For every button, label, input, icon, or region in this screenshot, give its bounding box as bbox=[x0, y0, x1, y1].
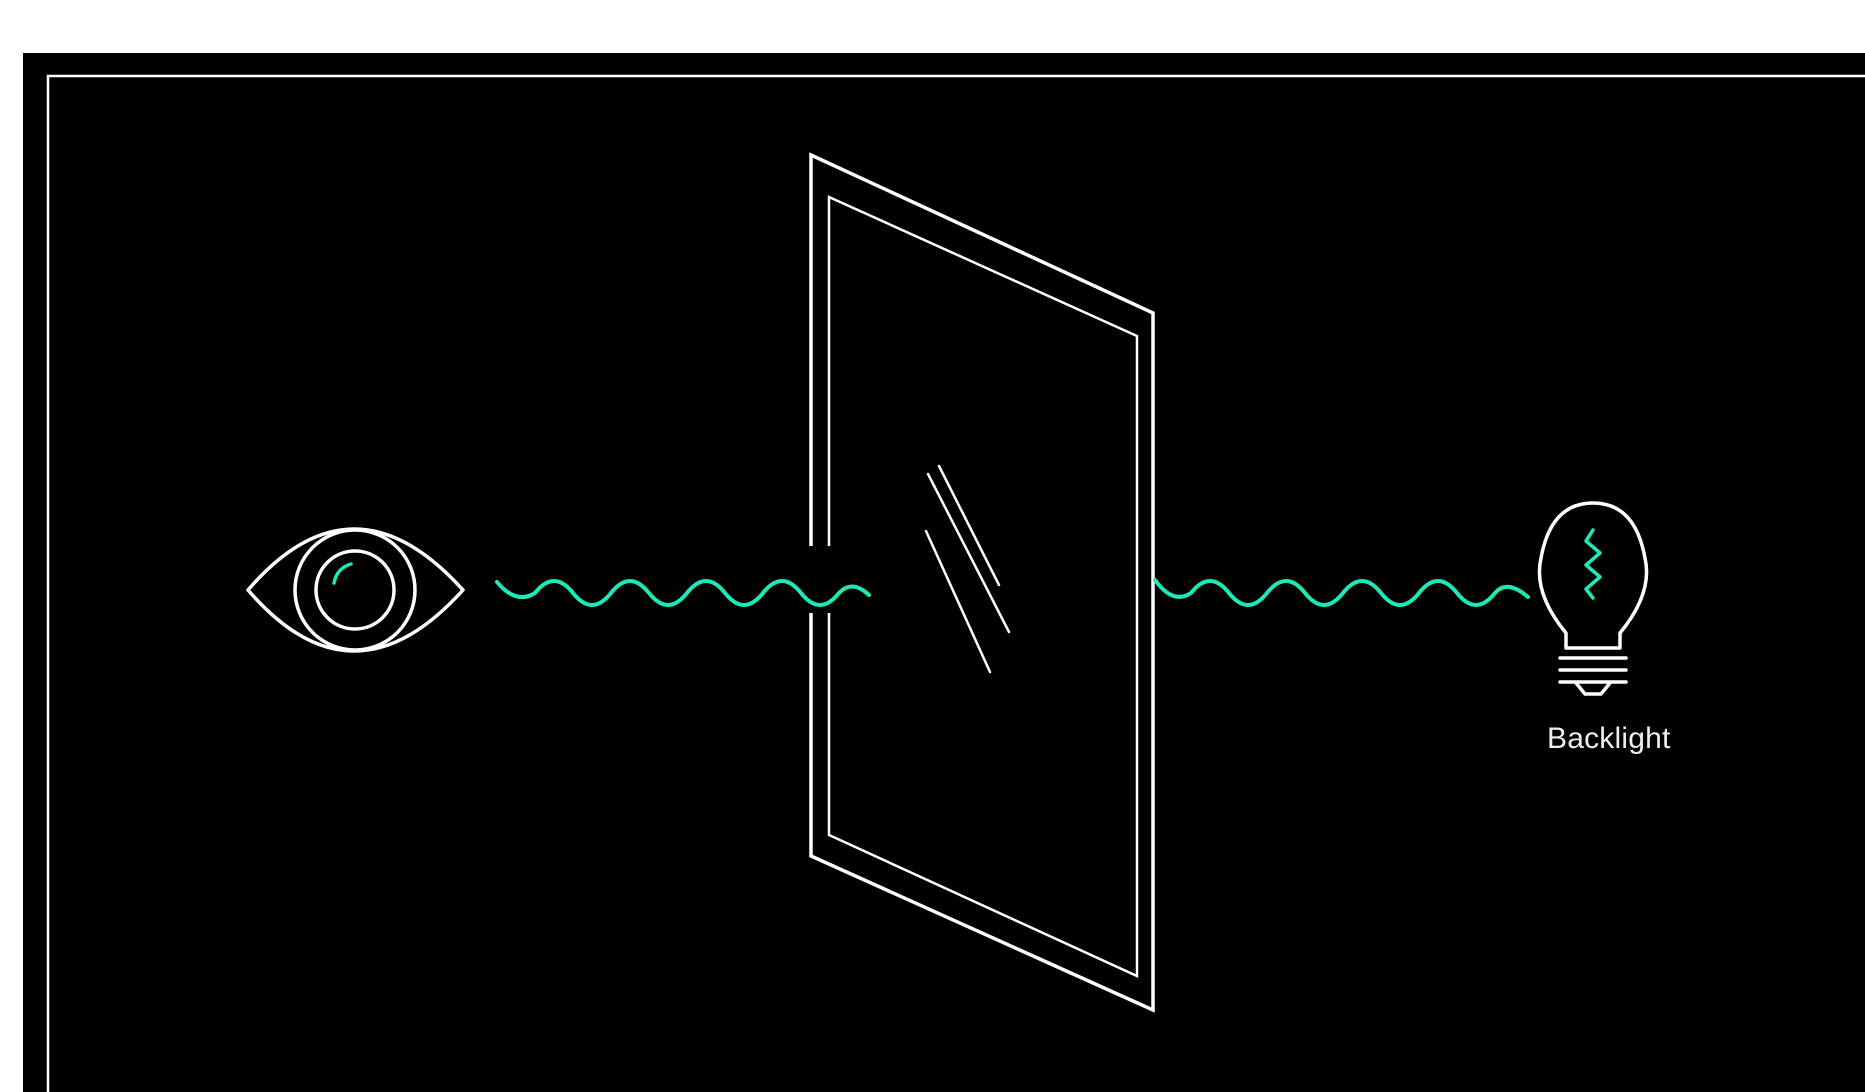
lightbulb-icon bbox=[1537, 501, 1649, 696]
right-light-wave bbox=[1153, 578, 1530, 607]
display-panel-inner bbox=[827, 195, 1139, 978]
diagram-canvas: Backlight bbox=[23, 53, 1865, 1092]
left-light-wave bbox=[495, 579, 871, 607]
diagram-svg bbox=[46, 74, 1865, 1092]
backlight-label: Backlight bbox=[1547, 722, 1671, 755]
display-panel-outer bbox=[809, 152, 1155, 1013]
glare-lines bbox=[924, 464, 1011, 674]
eye-icon bbox=[246, 527, 465, 653]
inner-frame bbox=[46, 74, 1865, 1092]
